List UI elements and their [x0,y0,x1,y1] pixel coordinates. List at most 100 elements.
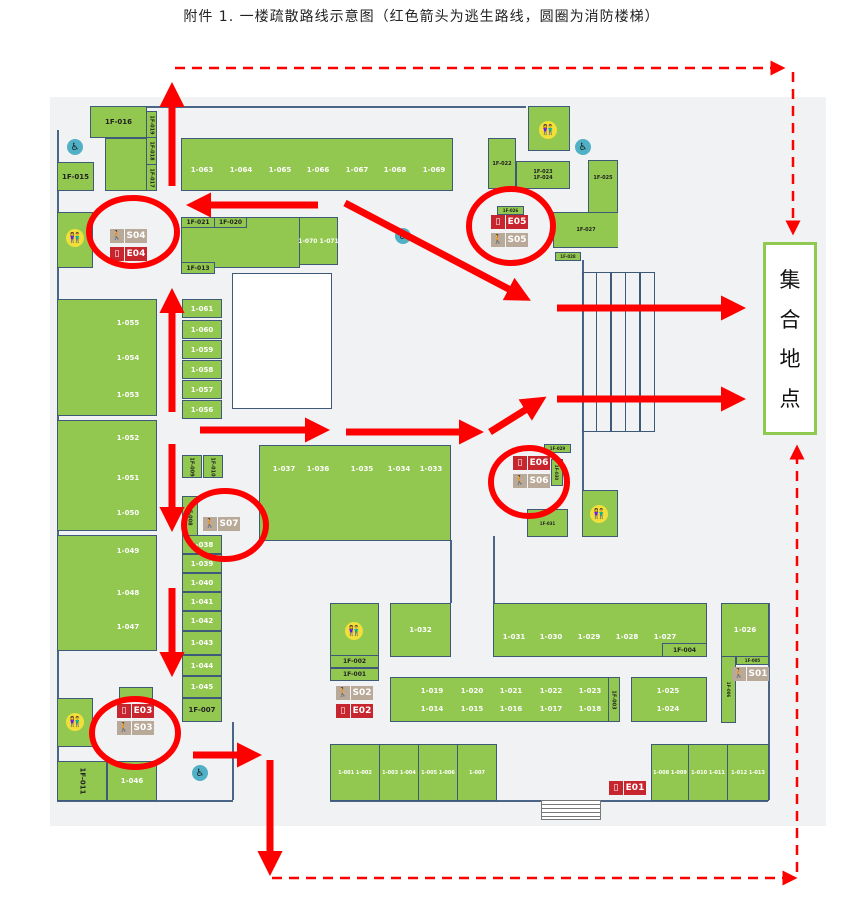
room-label: 1-066 [306,166,330,174]
room-label: 1-019 [420,687,444,695]
room-unlabeled[interactable] [105,138,147,191]
room-1-040[interactable]: 1-040 [182,573,222,592]
wall [768,603,770,800]
room-block-1-047-049[interactable] [57,535,157,651]
room-1-032[interactable]: 1-032 [390,603,451,657]
stairs-person-icon: 🚶 [732,667,746,681]
room-1-070-071[interactable]: 1-070 1-071 [298,217,339,265]
room-label: 1-021 [499,687,523,695]
route-arrow [488,396,547,435]
restroom-icon: 👫 [590,505,608,523]
exit-sign-e02[interactable]: ▯E02 [336,704,373,718]
wall [493,536,495,603]
room-1f-010[interactable]: 1F-010 [203,455,223,478]
room-1-059[interactable]: 1-059 [182,340,222,359]
room-label: 1-017 [539,705,563,713]
room-1-056[interactable]: 1-056 [182,400,222,419]
room-label: 1-050 [116,509,140,517]
room-1-012-013[interactable]: 1-012 1-013 [727,744,769,801]
room-label: 1-014 [420,705,444,713]
exit-sign-e03[interactable]: ▯E03 [117,704,154,718]
room-1-057[interactable]: 1-057 [182,380,222,399]
stair-circle [86,195,180,269]
room-1f-026[interactable]: 1F-026 [497,206,524,215]
room-1-007[interactable]: 1-007 [457,744,497,801]
room-block-1-050-052[interactable] [57,420,157,531]
exit-sign-e06[interactable]: ▯E06 [513,456,550,470]
room-1-058[interactable]: 1-058 [182,360,222,379]
stair-sign-s06[interactable]: 🚶S06 [513,474,550,488]
exit-sign-e05[interactable]: ▯E05 [491,215,528,229]
sign-label: E01 [624,781,646,795]
stair-sign-s04[interactable]: 🚶S04 [110,229,147,243]
stair-circle [488,445,570,519]
stairs-person-icon: 🚶 [491,233,505,247]
elevator-icon: ▯ [117,704,131,718]
stair-sign-s05[interactable]: 🚶S05 [491,233,528,247]
room-label: 1-025 [656,687,680,695]
restroom-icon: 👫 [539,121,557,139]
room-1-005-006[interactable]: 1-005 1-006 [418,744,458,801]
room-1f-013[interactable]: 1F-013 [181,262,215,274]
restroom-icon: 👫 [66,229,84,247]
room-label: 1-069 [422,166,446,174]
room-1f-011[interactable]: 1F-011 [57,761,107,801]
room-label: 1-065 [268,166,292,174]
sign-label: S04 [125,229,147,243]
elevator-icon: ▯ [110,247,124,261]
room-block-1-063-069[interactable] [181,138,453,191]
room-1-045[interactable]: 1-045 [182,676,222,698]
room-1-043[interactable]: 1-043 [182,631,222,655]
room-1f-001[interactable]: 1F-001 [330,668,379,681]
elevator-icon: ▯ [609,781,623,795]
stair-sign-s02[interactable]: 🚶S02 [336,686,373,700]
main-staircase [581,272,656,432]
room-1-060[interactable]: 1-060 [182,320,222,339]
room-label: 1-055 [116,319,140,327]
room-label: 1-024 [656,705,680,713]
room-1f-007[interactable]: 1F-007 [182,698,222,722]
room-label: 1-018 [578,705,602,713]
stairs-person-icon: 🚶 [110,229,124,243]
room-block-1-053-055[interactable] [57,299,157,416]
room-1-010-011[interactable]: 1-010 1-011 [688,744,728,801]
stair-sign-s07[interactable]: 🚶S07 [203,517,240,531]
room-1f-015[interactable]: 1F-015 [57,162,94,191]
accessible-restroom-icon: ♿ [192,765,208,781]
exit-sign-e04[interactable]: ▯E04 [110,247,147,261]
restroom-icon: 👫 [66,713,84,731]
room-1f-020[interactable]: 1F-020 [214,217,247,228]
room-1f-002[interactable]: 1F-002 [330,655,379,668]
room-label: 1-053 [116,391,140,399]
room-1f-004[interactable]: 1F-004 [662,643,707,657]
room-label: 1-023 [578,687,602,695]
room-1f-005[interactable]: 1F-005 [736,656,769,665]
room-1f-009[interactable]: 1F-009 [182,455,202,478]
room-label: 1-054 [116,354,140,362]
room-1-008-009[interactable]: 1-008 1-009 [651,744,689,801]
room-block-1-024-025[interactable] [631,677,707,722]
room-1f-022[interactable]: 1F-022 [488,138,516,189]
room-label: 1-049 [116,547,140,555]
sign-label: S02 [351,686,373,700]
restroom-left-top[interactable] [57,212,93,268]
room-label: 1-028 [615,633,639,641]
assembly-point-box: 集 合 地 点 [763,242,817,435]
room-1-041[interactable]: 1-041 [182,592,222,611]
exit-sign-e01[interactable]: ▯E01 [609,781,646,795]
accessible-restroom-icon: ♿ [67,139,83,155]
room-1f-028[interactable]: 1F-028 [555,252,581,261]
room-1f-003[interactable]: 1F-003 [608,677,620,722]
room-block-1-033-037[interactable] [259,445,451,541]
room-block-1-014-023[interactable] [390,677,609,722]
stair-circle [89,696,181,770]
room-label: 1-022 [539,687,563,695]
stair-sign-s03[interactable]: 🚶S03 [117,721,154,735]
room-1-042[interactable]: 1-042 [182,611,222,631]
room-1-001-002[interactable]: 1-001 1-002 [330,744,380,801]
wall [450,540,452,603]
stair-sign-s01[interactable]: 🚶S01 [732,667,769,681]
room-1-026[interactable]: 1-026 [721,603,769,657]
